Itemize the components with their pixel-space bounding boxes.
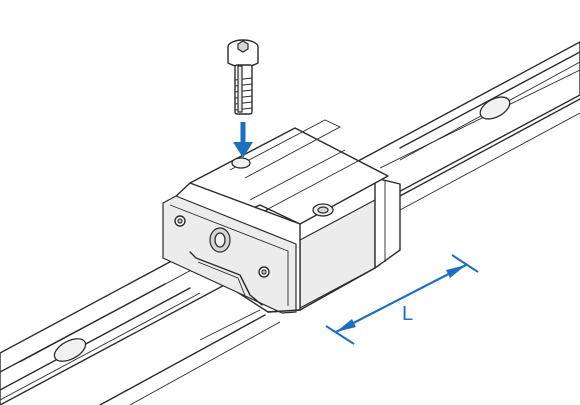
rail-hole-right bbox=[479, 96, 511, 120]
end-cap bbox=[162, 195, 297, 314]
mounting-bolt bbox=[227, 39, 259, 115]
block-top-hole-front bbox=[231, 157, 251, 169]
dimension-label-L: L bbox=[402, 303, 413, 325]
length-dimension: L bbox=[325, 254, 479, 345]
carriage-block bbox=[162, 119, 401, 314]
rail-hole-left bbox=[53, 338, 87, 362]
insertion-arrow bbox=[233, 122, 253, 158]
